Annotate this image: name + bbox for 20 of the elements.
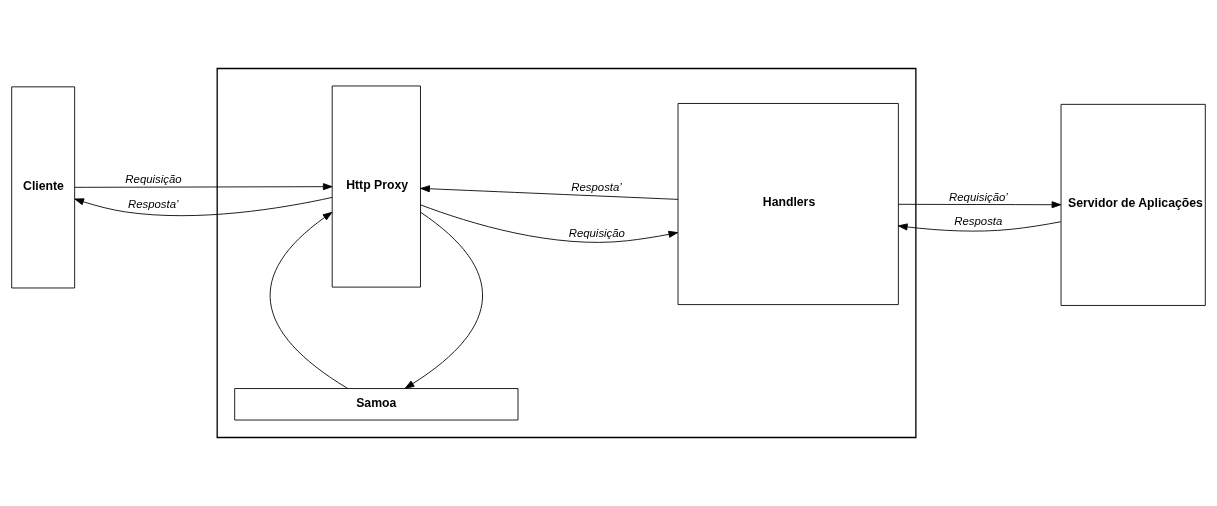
arrow <box>270 211 348 389</box>
edge-label: Resposta’ <box>571 181 622 194</box>
node-box: Http Proxy <box>331 85 421 288</box>
node-box: Handlers <box>677 103 899 306</box>
arrow <box>898 221 1062 232</box>
edge-label: Resposta <box>954 215 1003 228</box>
edge-label: Requisição’ <box>949 190 1008 203</box>
cluster <box>216 67 917 439</box>
arrow <box>404 211 483 389</box>
node-box: Cliente <box>11 86 76 289</box>
edge-label: Resposta’ <box>128 197 179 210</box>
arrow <box>74 196 333 217</box>
edge-label: Requisição <box>125 173 182 186</box>
arrow <box>420 185 679 200</box>
node-box: Servidor de Aplicações <box>1060 103 1206 306</box>
arrow <box>74 183 333 191</box>
node-box: Samoa <box>234 388 519 421</box>
edge-label: Requisição <box>568 226 625 239</box>
arrow <box>420 204 679 243</box>
arrow <box>898 201 1062 209</box>
